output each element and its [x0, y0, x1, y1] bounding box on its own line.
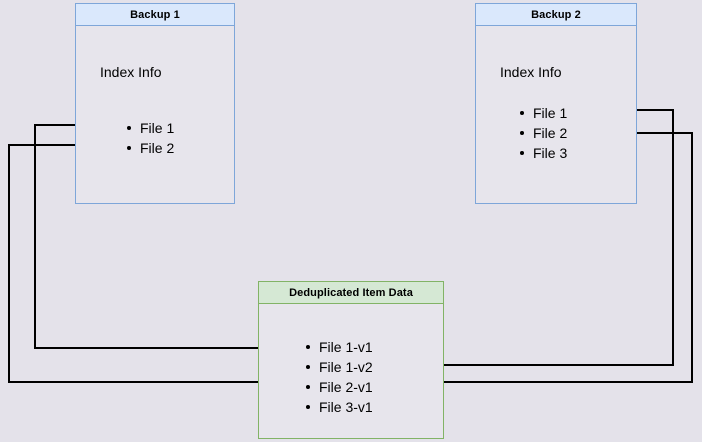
dedup-file-item[interactable]: File 3-v1 [305, 397, 373, 417]
node-deduplicated-item-data[interactable]: Deduplicated Item Data File 1-v1 File 1-… [258, 281, 444, 439]
node-backup-2-title: Backup 2 [476, 4, 636, 26]
node-backup-2[interactable]: Backup 2 Index Info File 1 File 2 File 3 [475, 3, 637, 204]
backup-2-file-item[interactable]: File 2 [519, 123, 567, 143]
node-backup-2-body: Index Info File 1 File 2 File 3 [476, 26, 636, 203]
dedup-file-list: File 1-v1 File 1-v2 File 2-v1 File 3-v1 [305, 337, 373, 417]
node-backup-1-title: Backup 1 [76, 4, 234, 26]
backup-1-file-list: File 1 File 2 [126, 118, 174, 158]
backup-1-file-item[interactable]: File 1 [126, 118, 174, 138]
backup-2-file-item[interactable]: File 3 [519, 143, 567, 163]
node-backup-1[interactable]: Backup 1 Index Info File 1 File 2 [75, 3, 235, 204]
backup-1-index-info-label: Index Info [100, 64, 162, 80]
dedup-file-item[interactable]: File 1-v1 [305, 337, 373, 357]
dedup-file-item[interactable]: File 1-v2 [305, 357, 373, 377]
node-dedup-title: Deduplicated Item Data [259, 282, 443, 304]
backup-2-index-info-label: Index Info [500, 64, 562, 80]
node-backup-1-body: Index Info File 1 File 2 [76, 26, 234, 203]
node-dedup-body: File 1-v1 File 1-v2 File 2-v1 File 3-v1 [259, 304, 443, 438]
backup-2-file-item[interactable]: File 1 [519, 103, 567, 123]
dedup-file-item[interactable]: File 2-v1 [305, 377, 373, 397]
backup-2-file-list: File 1 File 2 File 3 [519, 103, 567, 163]
backup-1-file-item[interactable]: File 2 [126, 138, 174, 158]
